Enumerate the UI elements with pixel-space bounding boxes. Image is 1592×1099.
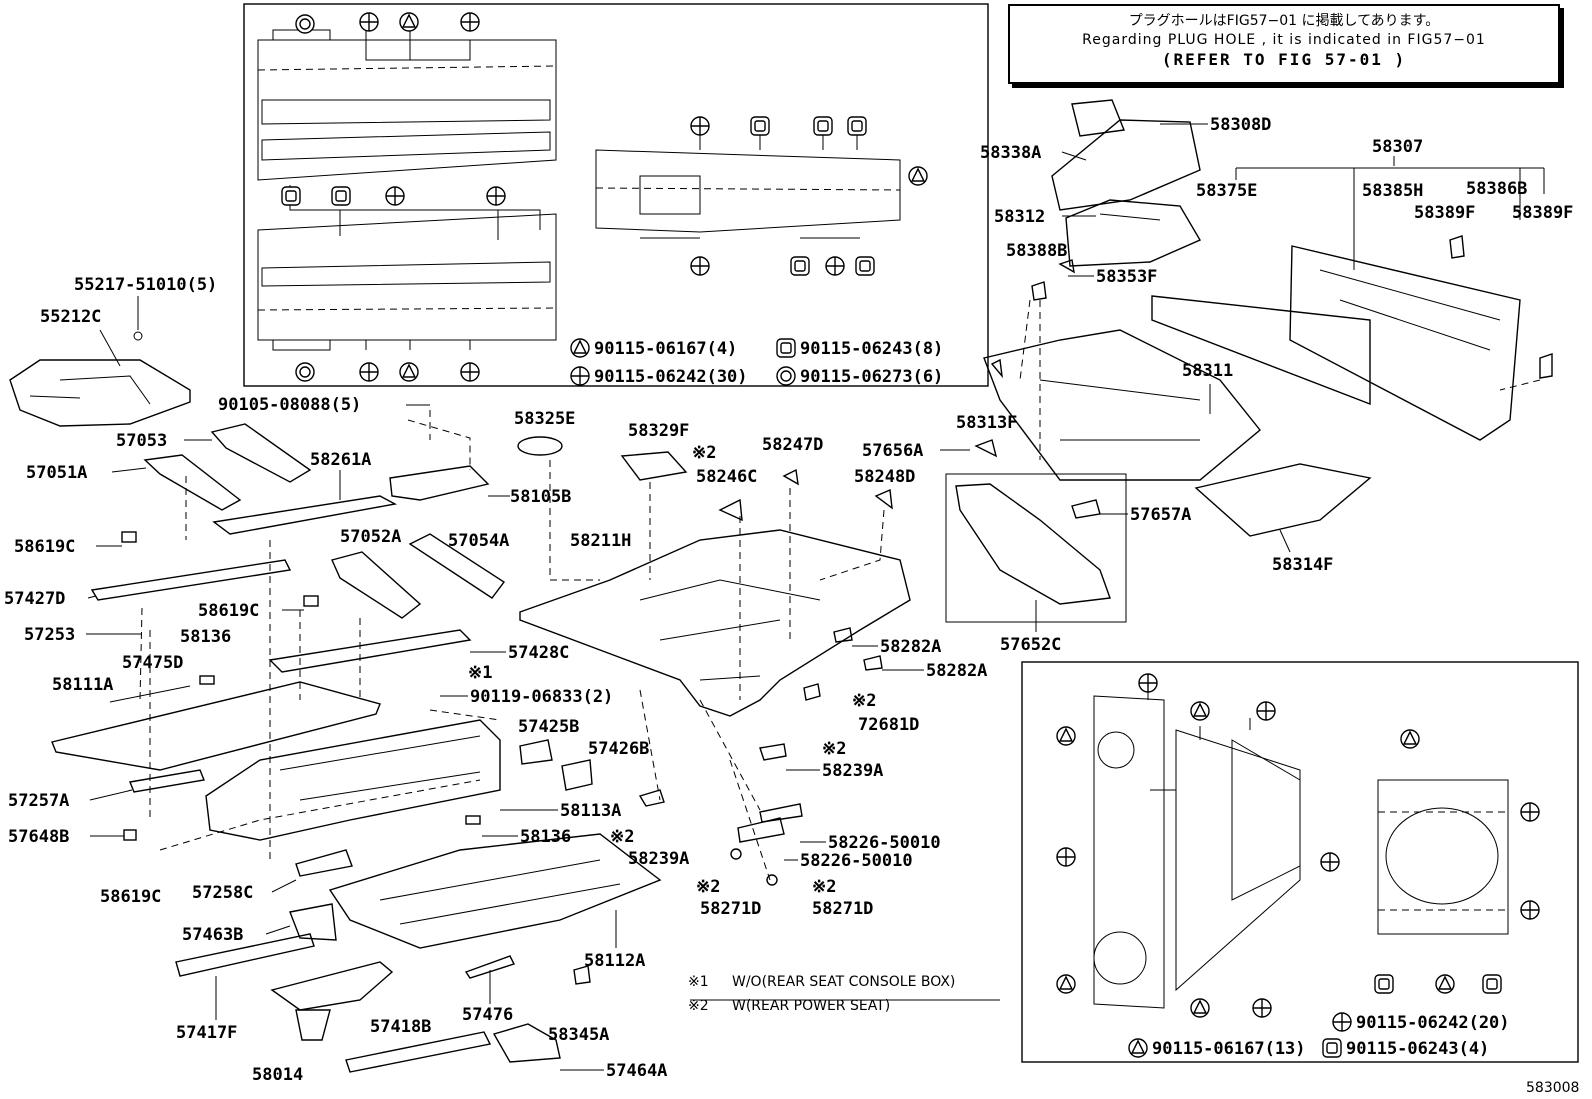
label-58111A: 58111A <box>52 675 113 695</box>
label-58375E: 58375E <box>1196 181 1257 201</box>
label-57054A: 57054A <box>448 531 509 551</box>
legend-top-double-circle: 90115-06273(6) <box>800 367 943 387</box>
label-57475D: 57475D <box>122 653 183 673</box>
mark-1: ※1 <box>468 663 492 683</box>
label-57656A: 57656A <box>862 441 923 461</box>
label-72681D: 72681D <box>858 715 919 735</box>
label-58239A-2: 58239A <box>628 849 689 869</box>
label-57258C: 57258C <box>192 883 253 903</box>
mark-2f: ※2 <box>812 877 836 897</box>
label-57051A: 57051A <box>26 463 87 483</box>
label-58247D: 58247D <box>762 435 823 455</box>
label-58619C-3: 58619C <box>100 887 161 907</box>
inset-plug-box-bottom: 90115-06242(20) 90115-06167(13) 90115-06… <box>1021 661 1579 1063</box>
label-57648B: 57648B <box>8 827 69 847</box>
parts-outlines <box>9 99 1553 1073</box>
notice-ref-text: (REFER TO FIG 57-01 ) <box>1161 50 1407 69</box>
label-58385H: 58385H <box>1362 181 1423 201</box>
label-57428C: 57428C <box>508 643 569 663</box>
label-57052A: 57052A <box>340 527 401 547</box>
mark-2a: ※2 <box>692 443 716 463</box>
label-58329F: 58329F <box>628 421 689 441</box>
label-58389F-2: 58389F <box>1512 203 1573 223</box>
label-58226-50010-1: 58226-50010 <box>828 833 941 853</box>
label-57253: 57253 <box>24 625 75 645</box>
mark-2e: ※2 <box>696 877 720 897</box>
label-57652C: 57652C <box>1000 635 1061 655</box>
label-57463B: 57463B <box>182 925 243 945</box>
label-57053: 57053 <box>116 431 167 451</box>
label-57257A: 57257A <box>8 791 69 811</box>
part-labels: 55217-51010(5) 55212C 90105-08088(5) 570… <box>4 115 1573 1085</box>
leader-dashes <box>139 299 1541 1001</box>
label-57476: 57476 <box>462 1005 513 1025</box>
plug-hole-notice: プラグホールはFIG57−01 に掲載してあります。 Regarding PLU… <box>1008 4 1560 84</box>
legend-top-cross: 90115-06242(30) <box>594 367 748 387</box>
label-58136-2: 58136 <box>520 827 571 847</box>
label-58619C-2: 58619C <box>198 601 259 621</box>
label-58353F: 58353F <box>1096 267 1157 287</box>
label-58271D-1: 58271D <box>700 899 761 919</box>
label-58314F: 58314F <box>1272 555 1333 575</box>
label-57464A: 57464A <box>606 1061 667 1081</box>
label-58271D-2: 58271D <box>812 899 873 919</box>
label-58345A: 58345A <box>548 1025 609 1045</box>
label-90105-08088: 90105-08088(5) <box>218 395 361 415</box>
label-58014: 58014 <box>252 1065 303 1085</box>
footnote-2-mark: ※2 <box>688 998 709 1014</box>
label-58211H: 58211H <box>570 531 631 551</box>
label-58136-1: 58136 <box>180 627 231 647</box>
label-57426B: 57426B <box>588 739 649 759</box>
label-58282A-1: 58282A <box>880 637 941 657</box>
footnotes: ※1 W/O(REAR SEAT CONSOLE BOX) ※2 W(REAR … <box>688 974 955 1014</box>
label-58619C-1: 58619C <box>14 537 75 557</box>
label-58311: 58311 <box>1182 361 1233 381</box>
legend-top-square: 90115-06243(8) <box>800 339 943 359</box>
label-58307: 58307 <box>1372 137 1423 157</box>
legend-bottom-triangle: 90115-06167(13) <box>1152 1039 1306 1059</box>
footnote-2-text: W(REAR POWER SEAT) <box>732 998 890 1014</box>
notice-jp-text: プラグホールはFIG57−01 に掲載してあります。 <box>1128 13 1440 29</box>
label-58388B: 58388B <box>1006 241 1067 261</box>
label-55217-51010: 55217-51010(5) <box>74 275 217 295</box>
label-55212C: 55212C <box>40 307 101 327</box>
label-57425B: 57425B <box>518 717 579 737</box>
mark-2c: ※2 <box>822 739 846 759</box>
footnote-1-text: W/O(REAR SEAT CONSOLE BOX) <box>732 974 955 990</box>
label-57657A: 57657A <box>1130 505 1191 525</box>
label-57418B: 57418B <box>370 1017 431 1037</box>
label-58113A: 58113A <box>560 801 621 821</box>
label-57417F: 57417F <box>176 1023 237 1043</box>
label-58261A: 58261A <box>310 450 371 470</box>
inset-plug-box-top: 90115-06167(4) 90115-06243(8) 90115-0624… <box>243 3 989 387</box>
label-58246C: 58246C <box>696 467 757 487</box>
label-58282A-2: 58282A <box>926 661 987 681</box>
mark-2d: ※2 <box>610 827 634 847</box>
legend-bottom-square: 90115-06243(4) <box>1346 1039 1489 1059</box>
mark-2b: ※2 <box>852 691 876 711</box>
label-58313F: 58313F <box>956 413 1017 433</box>
label-58312: 58312 <box>994 207 1045 227</box>
label-58239A-1: 58239A <box>822 761 883 781</box>
label-58308D: 58308D <box>1210 115 1271 135</box>
label-58338A: 58338A <box>980 143 1041 163</box>
label-58325E: 58325E <box>514 409 575 429</box>
label-58386B: 58386B <box>1466 179 1527 199</box>
label-58226-50010-2: 58226-50010 <box>800 851 913 871</box>
footnote-1-mark: ※1 <box>688 974 709 990</box>
label-58389F-1: 58389F <box>1414 203 1475 223</box>
label-90119-06833: 90119-06833(2) <box>470 687 613 707</box>
legend-top-triangle: 90115-06167(4) <box>594 339 737 359</box>
label-58105B: 58105B <box>510 487 571 507</box>
diagram-id: 583008 <box>1526 1080 1579 1096</box>
notice-en-text: Regarding PLUG HOLE , it is indicated in… <box>1082 32 1486 48</box>
label-57427D: 57427D <box>4 589 65 609</box>
label-58248D: 58248D <box>854 467 915 487</box>
label-58112A: 58112A <box>584 951 645 971</box>
legend-bottom-cross: 90115-06242(20) <box>1356 1013 1510 1033</box>
